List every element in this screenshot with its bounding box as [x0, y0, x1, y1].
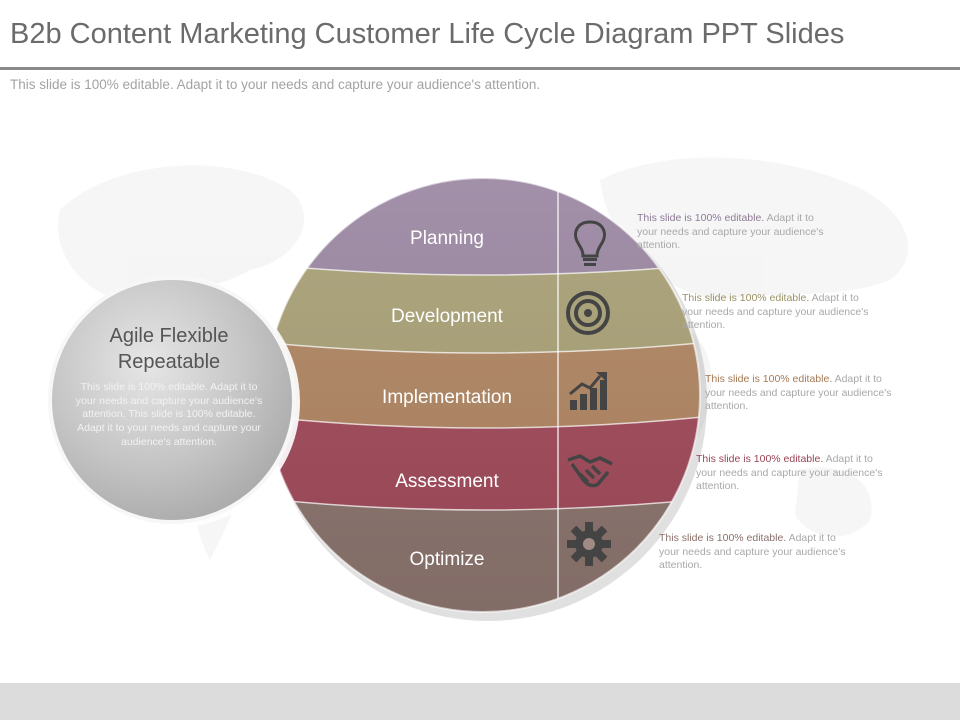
note-lead: This slide is 100% editable. — [705, 373, 833, 385]
growth-chart-icon — [569, 372, 607, 410]
agile-circle — [48, 276, 300, 528]
note-rest: Adapt it to your needs and capture your … — [696, 453, 883, 493]
stage-note-assessment: This slide is 100% editable. Adapt it to… — [696, 453, 896, 494]
note-rest: Adapt it to your needs and capture your … — [659, 532, 846, 572]
footer-band — [0, 683, 960, 720]
title-divider — [0, 67, 960, 70]
agile-title-line2: Repeatable — [117, 351, 221, 373]
agile-circle-body: This slide is 100% editable. Adapt it to… — [75, 381, 263, 448]
lightbulb-icon — [574, 220, 606, 266]
target-icon — [566, 291, 610, 335]
agile-circle-title: Agile Flexible Repeatable — [64, 323, 274, 375]
note-rest: Adapt it to your needs and capture your … — [705, 373, 892, 413]
stage-label-optimize: Optimize — [410, 549, 485, 570]
note-lead: This slide is 100% editable. — [637, 212, 765, 224]
agile-title-line1: Agile Flexible — [109, 325, 229, 347]
stage-label-development: Development — [391, 306, 504, 327]
agile-circle-text: Agile Flexible Repeatable This slide is … — [64, 323, 274, 449]
handshake-icon — [567, 454, 613, 488]
stage-note-planning: This slide is 100% editable. Adapt it to… — [637, 212, 837, 253]
stage-note-optimize: This slide is 100% editable. Adapt it to… — [659, 532, 859, 573]
note-lead: This slide is 100% editable. — [696, 453, 824, 465]
slide-title: B2b Content Marketing Customer Life Cycl… — [10, 18, 845, 50]
slide-subtitle: This slide is 100% editable. Adapt it to… — [10, 77, 541, 92]
gear-icon — [567, 522, 611, 566]
note-lead: This slide is 100% editable. — [682, 292, 810, 304]
stage-label-planning: Planning — [410, 228, 484, 249]
stage-note-implementation: This slide is 100% editable. Adapt it to… — [705, 373, 905, 414]
stage-label-implementation: Implementation — [382, 387, 512, 408]
stage-label-assessment: Assessment — [395, 471, 499, 492]
note-lead: This slide is 100% editable. — [659, 532, 787, 544]
stage-note-development: This slide is 100% editable. Adapt it to… — [682, 292, 882, 333]
note-rest: Adapt it to your needs and capture your … — [682, 292, 869, 332]
life-cycle-diagram: Planning Development Implementation Asse… — [48, 178, 707, 621]
note-rest: Adapt it to your needs and capture your … — [637, 212, 824, 252]
